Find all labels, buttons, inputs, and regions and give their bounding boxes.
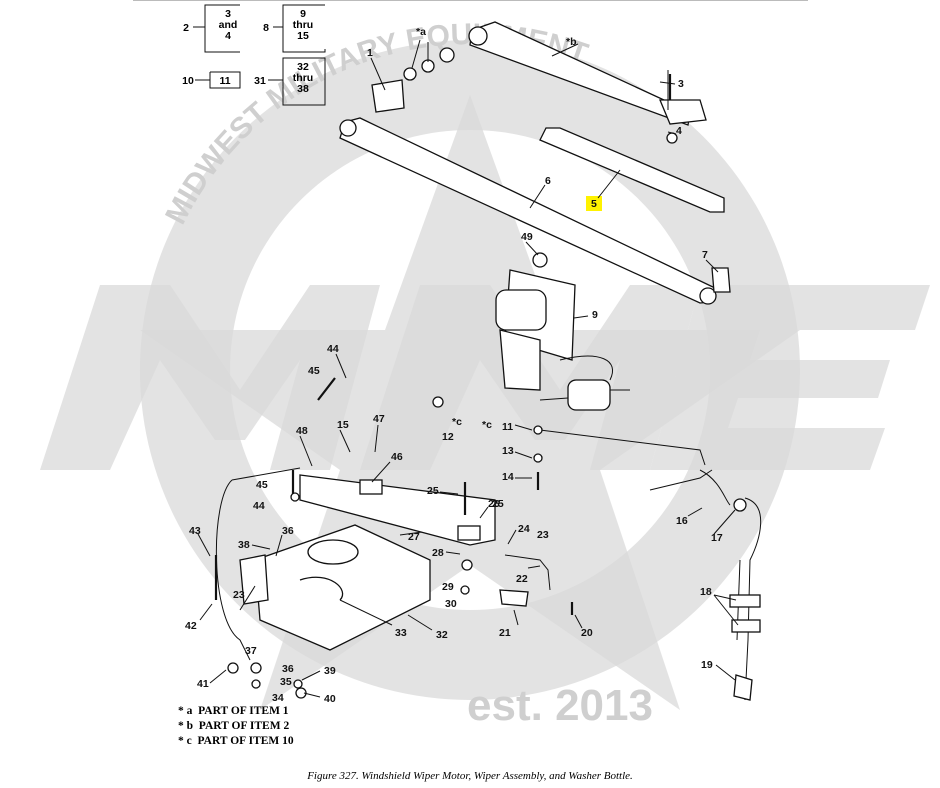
callout-number: 14 <box>502 471 514 483</box>
callout-number: 6 <box>545 175 551 187</box>
legend-item: * c PART OF ITEM 10 <box>178 734 294 749</box>
callout-number: 38 <box>238 539 250 551</box>
callout-number: 36 <box>282 525 294 537</box>
callout-number: 40 <box>324 693 336 705</box>
legend-item: * b PART OF ITEM 2 <box>178 719 294 734</box>
legend-text: PART OF ITEM 2 <box>198 720 290 732</box>
pivot-parts <box>371 47 455 113</box>
callout-number: *c <box>452 416 462 428</box>
legend-text: PART OF ITEM 10 <box>197 735 294 747</box>
washer-hoses <box>215 429 762 701</box>
wiper-linkage-arm <box>339 117 731 305</box>
watermark: est. 2013 MIDWEST MILITARY EQUIPMENT <box>40 18 930 730</box>
watermark-est: est. 2013 <box>467 681 653 730</box>
legend-mark: * a <box>178 705 193 717</box>
callout-number: 15 <box>337 419 349 431</box>
callout-number: 37 <box>245 645 257 657</box>
callout-number: *c <box>482 419 492 431</box>
bottle-bracket <box>299 474 496 546</box>
callout-number: 22 <box>516 573 528 585</box>
callout-number: 34 <box>272 692 284 704</box>
callout-number: 11 <box>502 421 513 433</box>
callout-number: 4 <box>676 125 682 137</box>
wiper-blade <box>539 127 725 213</box>
callout-number: 32 <box>436 629 448 641</box>
callout-number: 45 <box>256 479 268 491</box>
legend-item: * a PART OF ITEM 1 <box>178 704 294 719</box>
callout-number: 33 <box>395 627 407 639</box>
callout-number: 23 <box>537 529 549 541</box>
callout-number: 25 <box>427 485 439 497</box>
key-box-left: 8 <box>263 22 269 34</box>
callout-number: 24 <box>518 523 530 535</box>
callout-number: 19 <box>701 659 713 671</box>
washer-bottle <box>239 524 431 651</box>
callout-number: 45 <box>308 365 320 377</box>
callout-number: 27 <box>408 531 420 543</box>
key-box-right: 11 <box>219 75 230 87</box>
callout-number: 36 <box>282 663 294 675</box>
callout-number: 43 <box>189 525 201 537</box>
legend-mark: * b <box>178 720 194 732</box>
callout-number: 44 <box>327 343 339 355</box>
callout-number: 16 <box>676 515 688 527</box>
watermark-star <box>140 95 800 710</box>
callout-number: 9 <box>592 309 598 321</box>
callout-number: 1 <box>367 47 373 59</box>
callout-number: 41 <box>197 678 209 690</box>
key-box-left: 10 <box>182 75 194 87</box>
callout-number: *a <box>416 26 426 38</box>
legend-mark: * c <box>178 735 192 747</box>
callout-number: 49 <box>521 231 533 243</box>
callout-number: 17 <box>711 532 723 544</box>
callout-number: 5 <box>591 198 597 210</box>
callout-number: 47 <box>373 413 385 425</box>
wiper-arm <box>468 21 707 144</box>
callout-number: 7 <box>702 249 708 261</box>
callout-highlight <box>586 196 602 211</box>
wiper-motor <box>495 252 613 391</box>
legend: * a PART OF ITEM 1 * b PART OF ITEM 2 * … <box>178 704 294 749</box>
callout-number: *b <box>566 36 577 48</box>
key-box-left: 2 <box>183 22 189 34</box>
callout-number: 48 <box>296 425 308 437</box>
callout-number: 18 <box>700 586 712 598</box>
figure-caption: Figure 327. Windshield Wiper Motor, Wipe… <box>307 770 633 782</box>
watermark-logo-m1 <box>40 285 380 470</box>
callout-number: 13 <box>502 445 514 457</box>
callout-number: 28 <box>432 547 444 559</box>
callout-number: 46 <box>391 451 403 463</box>
callout-number: 20 <box>581 627 593 639</box>
callout-number: 26 <box>488 498 500 510</box>
callout-number: 35 <box>280 676 292 688</box>
callout-number: 39 <box>324 665 336 677</box>
watermark-logo-e <box>650 285 930 470</box>
callout-number: 42 <box>185 620 197 632</box>
hardware <box>214 74 672 699</box>
legend-text: PART OF ITEM 1 <box>198 705 289 717</box>
callout-number: 12 <box>442 431 454 443</box>
key-box-left: 31 <box>254 75 266 87</box>
callout-number: 44 <box>253 500 265 512</box>
callout-number: 30 <box>445 598 457 610</box>
callout-number: 3 <box>678 78 684 90</box>
washer-pump <box>539 379 611 411</box>
callout-number: 21 <box>499 627 511 639</box>
callout-number: 29 <box>442 581 454 593</box>
callout-number: 23 <box>233 589 245 601</box>
callout-number: 25 <box>492 498 504 510</box>
